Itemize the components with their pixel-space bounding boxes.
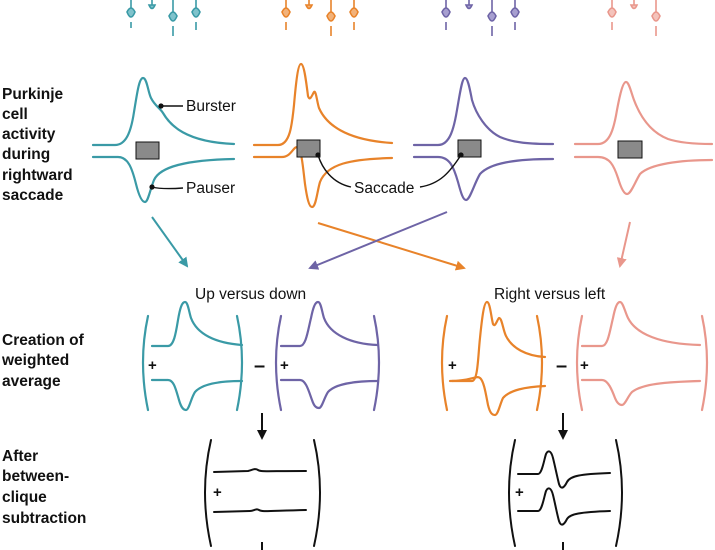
row-label-purkinje: Purkinje cell activity during rightward …: [2, 86, 77, 204]
minus-sign: –: [556, 355, 567, 377]
saccade-box-teal: [135, 141, 160, 160]
saccade-leader-right: [419, 154, 462, 188]
weighted-pauser-purple: [279, 378, 380, 410]
weighted-pauser-orange: [448, 376, 547, 417]
weighted-orange-block: [440, 300, 547, 417]
group-label-right-left: Right versus left: [494, 286, 606, 303]
neuron-group-purple: [441, 0, 520, 36]
burster-trace-pink: [573, 80, 714, 146]
minus-sign: –: [254, 355, 265, 377]
pauser-trace-purple: [412, 155, 555, 202]
pauser-trace-pink: [573, 155, 714, 196]
pauser-leader: [151, 186, 184, 190]
plus-sign: +: [580, 357, 589, 374]
result-trace-up-down-upper: [213, 468, 307, 473]
result-trace-up-down-lower: [213, 508, 307, 513]
bracket-left-result-right-left: [508, 439, 516, 547]
weighted-pauser-teal: [150, 378, 244, 412]
plus-sign: +: [213, 484, 222, 501]
saccade-box-orange: [296, 139, 321, 158]
trace-group-teal: [91, 76, 236, 204]
weighted-teal-block: [141, 300, 244, 412]
bracket-right-purple: [372, 314, 381, 412]
saccade-box-purple: [457, 139, 482, 158]
annotation-dots: [149, 103, 464, 190]
weighted-burster-teal: [150, 300, 244, 348]
weighted-pink-block: [575, 300, 709, 412]
row-label-after-subtraction: After between- clique subtraction: [2, 448, 86, 527]
saccade-label: Saccade: [354, 180, 414, 197]
arrow-purple: [308, 211, 448, 270]
bracket-right-teal: [235, 314, 244, 412]
burster-trace-teal: [91, 76, 236, 147]
plus-sign: +: [280, 357, 289, 374]
group-label-up-down: Up versus down: [195, 286, 306, 303]
bracket-right-orange: [535, 314, 544, 412]
pauser-trace-orange: [252, 146, 394, 209]
result-right-left-block: [508, 439, 623, 547]
annotation-leaders: [151, 105, 462, 190]
weighted-burster-pink: [580, 300, 702, 348]
bracket-left-teal: [141, 314, 150, 412]
trace-group-purple: [412, 76, 555, 202]
bracket-left-orange: [440, 314, 449, 412]
neuron-group-orange: [281, 0, 359, 36]
weighted-purple-block: [274, 300, 381, 412]
burster-label: Burster: [186, 98, 236, 115]
saccade-leader-left: [317, 154, 352, 188]
bracket-left-purple: [274, 314, 283, 412]
row-label-weighted-average: Creation of weighted average: [1, 332, 88, 390]
pauser-label: Pauser: [186, 180, 235, 197]
plus-sign: +: [515, 484, 524, 501]
arrow-teal: [151, 216, 189, 268]
saccade-box-pink: [617, 140, 643, 159]
arrow-pink: [616, 221, 631, 268]
bracket-right-result-right-left: [615, 439, 623, 547]
result-trace-right-left-lower: [517, 487, 611, 526]
bracket-left-result-up-down: [204, 439, 212, 547]
weighted-pauser-pink: [580, 378, 702, 407]
result-up-down-block: [204, 439, 321, 547]
neuron-group-pink: [607, 0, 661, 36]
pauser-trace-teal: [91, 155, 236, 204]
bracket-right-pink: [700, 314, 709, 412]
burster-trace-purple: [412, 76, 555, 147]
plus-sign: +: [148, 357, 157, 374]
result-trace-right-left-upper: [517, 450, 611, 489]
neuron-group-teal: [126, 0, 201, 36]
plus-sign: +: [448, 357, 457, 374]
arrow-orange: [317, 222, 466, 271]
burster-trace-orange: [252, 62, 394, 147]
trace-group-pink: [573, 80, 714, 196]
weighted-burster-orange: [450, 300, 547, 383]
weighted-burster-purple: [279, 300, 380, 348]
bracket-left-pink: [575, 314, 584, 412]
bracket-right-result-up-down: [313, 439, 321, 547]
